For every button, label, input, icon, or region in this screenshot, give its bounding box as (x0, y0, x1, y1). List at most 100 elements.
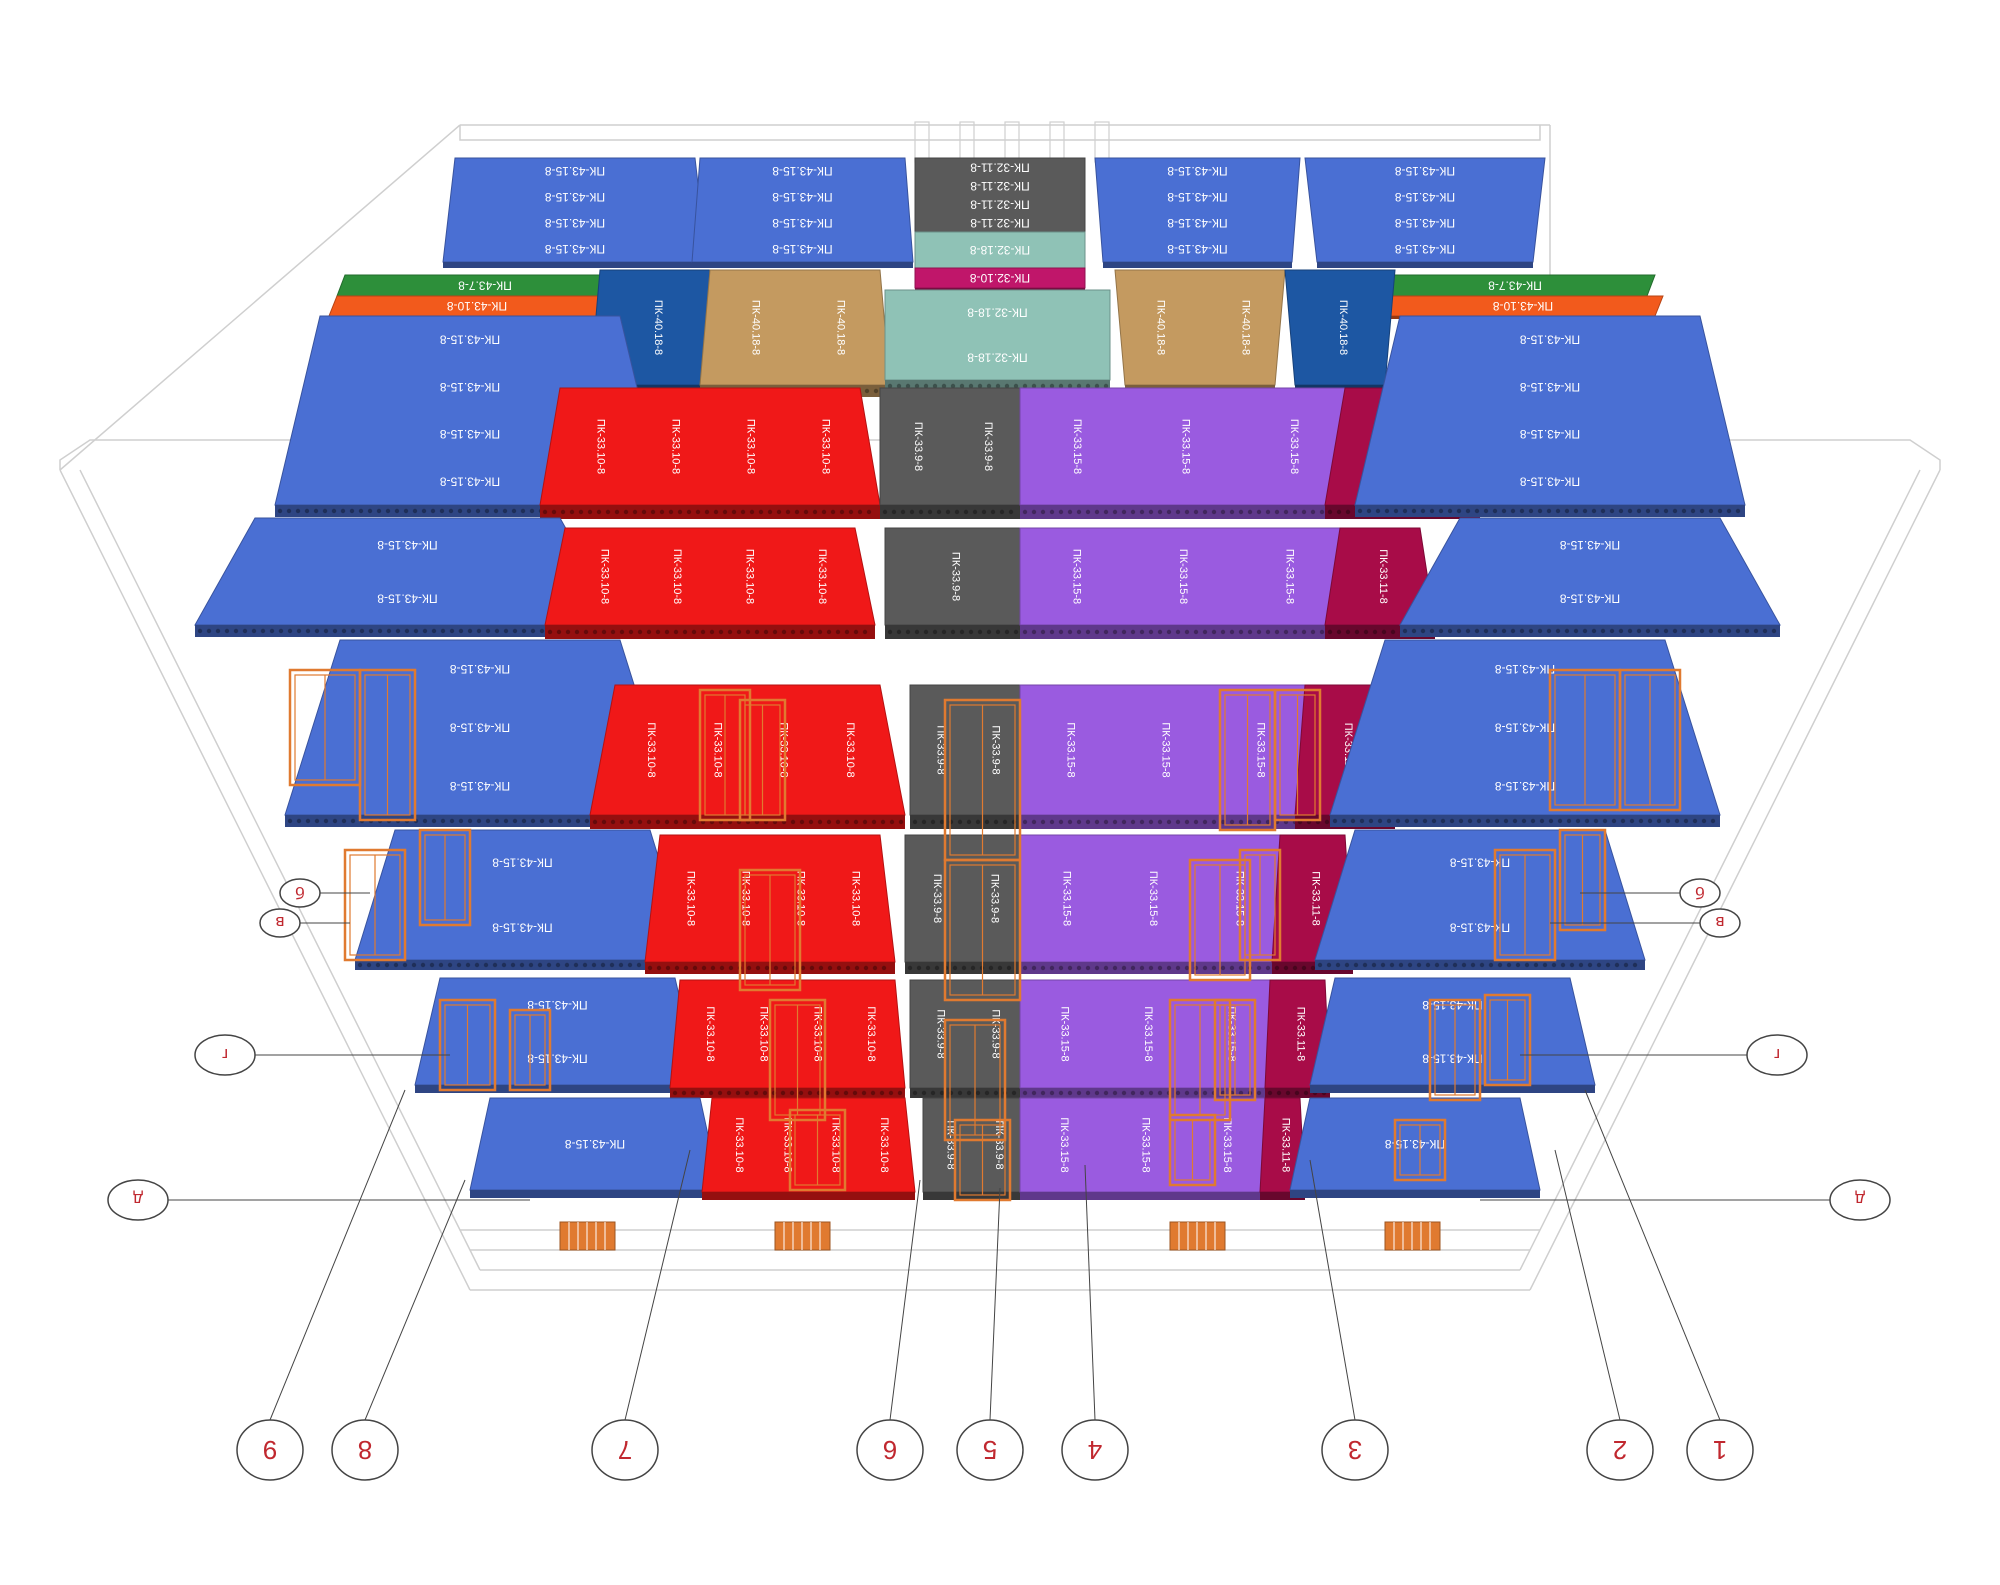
core (376, 508, 382, 514)
core (1546, 628, 1552, 634)
core (1067, 629, 1073, 635)
core (403, 508, 409, 514)
core (1148, 1090, 1154, 1096)
window-outer (343, 848, 407, 962)
core (1566, 818, 1572, 824)
axis-bubble (1321, 1419, 1389, 1481)
core (1031, 819, 1037, 825)
core (1220, 509, 1226, 515)
core (672, 1090, 678, 1096)
slab-label: ПК-43.15-8 (545, 242, 606, 256)
core (835, 629, 841, 635)
core (458, 818, 464, 824)
core (1139, 629, 1145, 635)
core (1085, 819, 1091, 825)
core (1202, 629, 1208, 635)
core (1094, 629, 1100, 635)
core (896, 383, 902, 389)
core (930, 1090, 936, 1096)
core (224, 628, 230, 634)
core (1067, 509, 1073, 515)
core (1301, 509, 1307, 515)
core (864, 388, 870, 394)
core (1476, 818, 1482, 824)
slab-tan-right-top (1114, 269, 1286, 386)
core (483, 962, 489, 968)
core (1022, 1090, 1028, 1096)
axis-bubble (591, 1419, 659, 1481)
slab-label: ПК-43.10-8 (447, 299, 508, 313)
core (740, 509, 746, 515)
core (1283, 965, 1289, 971)
core (1103, 1090, 1109, 1096)
core (1229, 629, 1235, 635)
core (1753, 628, 1759, 634)
core (575, 818, 581, 824)
core (1004, 629, 1010, 635)
core (1429, 508, 1435, 514)
building-wireframe (59, 121, 1941, 1291)
core (1103, 819, 1109, 825)
axis-bubble (1679, 878, 1721, 908)
core (758, 509, 764, 515)
core (995, 383, 1001, 389)
core (1094, 383, 1100, 389)
core (1600, 628, 1606, 634)
core (1292, 509, 1298, 515)
window-outer (1213, 998, 1257, 1102)
axis-leader (624, 1149, 691, 1421)
core (1175, 1090, 1181, 1096)
core (691, 819, 697, 825)
slab-label: ПК-33.9-8 (912, 422, 924, 471)
core (988, 965, 994, 971)
core (799, 629, 805, 635)
core (1530, 818, 1536, 824)
core (950, 383, 956, 389)
core (1345, 629, 1351, 635)
core (1710, 818, 1716, 824)
core (1335, 962, 1341, 968)
core (1301, 965, 1307, 971)
core (1672, 628, 1678, 634)
core (844, 819, 850, 825)
slab-label: ПК-43.15-8 (440, 380, 501, 394)
core (394, 508, 400, 514)
core (1726, 628, 1732, 634)
core (1434, 962, 1440, 968)
core (1512, 818, 1518, 824)
core (569, 509, 575, 515)
core (773, 965, 779, 971)
core (959, 383, 965, 389)
core (510, 962, 516, 968)
core (909, 509, 915, 515)
core (1665, 818, 1671, 824)
core (718, 629, 724, 635)
core (968, 383, 974, 389)
core (422, 628, 428, 634)
core (1497, 962, 1503, 968)
slab-f6-gray-edge (923, 1192, 1020, 1200)
core (977, 629, 983, 635)
core (1184, 965, 1190, 971)
core (296, 818, 302, 824)
core (789, 1090, 795, 1096)
core (1332, 818, 1338, 824)
core (395, 628, 401, 634)
core (1112, 965, 1118, 971)
core (1638, 818, 1644, 824)
slab-label: ПК-33.10-8 (844, 722, 856, 777)
core (592, 819, 598, 825)
core (1422, 818, 1428, 824)
slab-label: ПК-43.10-8 (1493, 299, 1554, 313)
core (780, 1090, 786, 1096)
core (1103, 629, 1109, 635)
core (999, 509, 1005, 515)
frame-line (459, 125, 1541, 141)
axis-right-б: б (1679, 878, 1721, 908)
core (287, 818, 293, 824)
core (449, 818, 455, 824)
core (731, 509, 737, 515)
